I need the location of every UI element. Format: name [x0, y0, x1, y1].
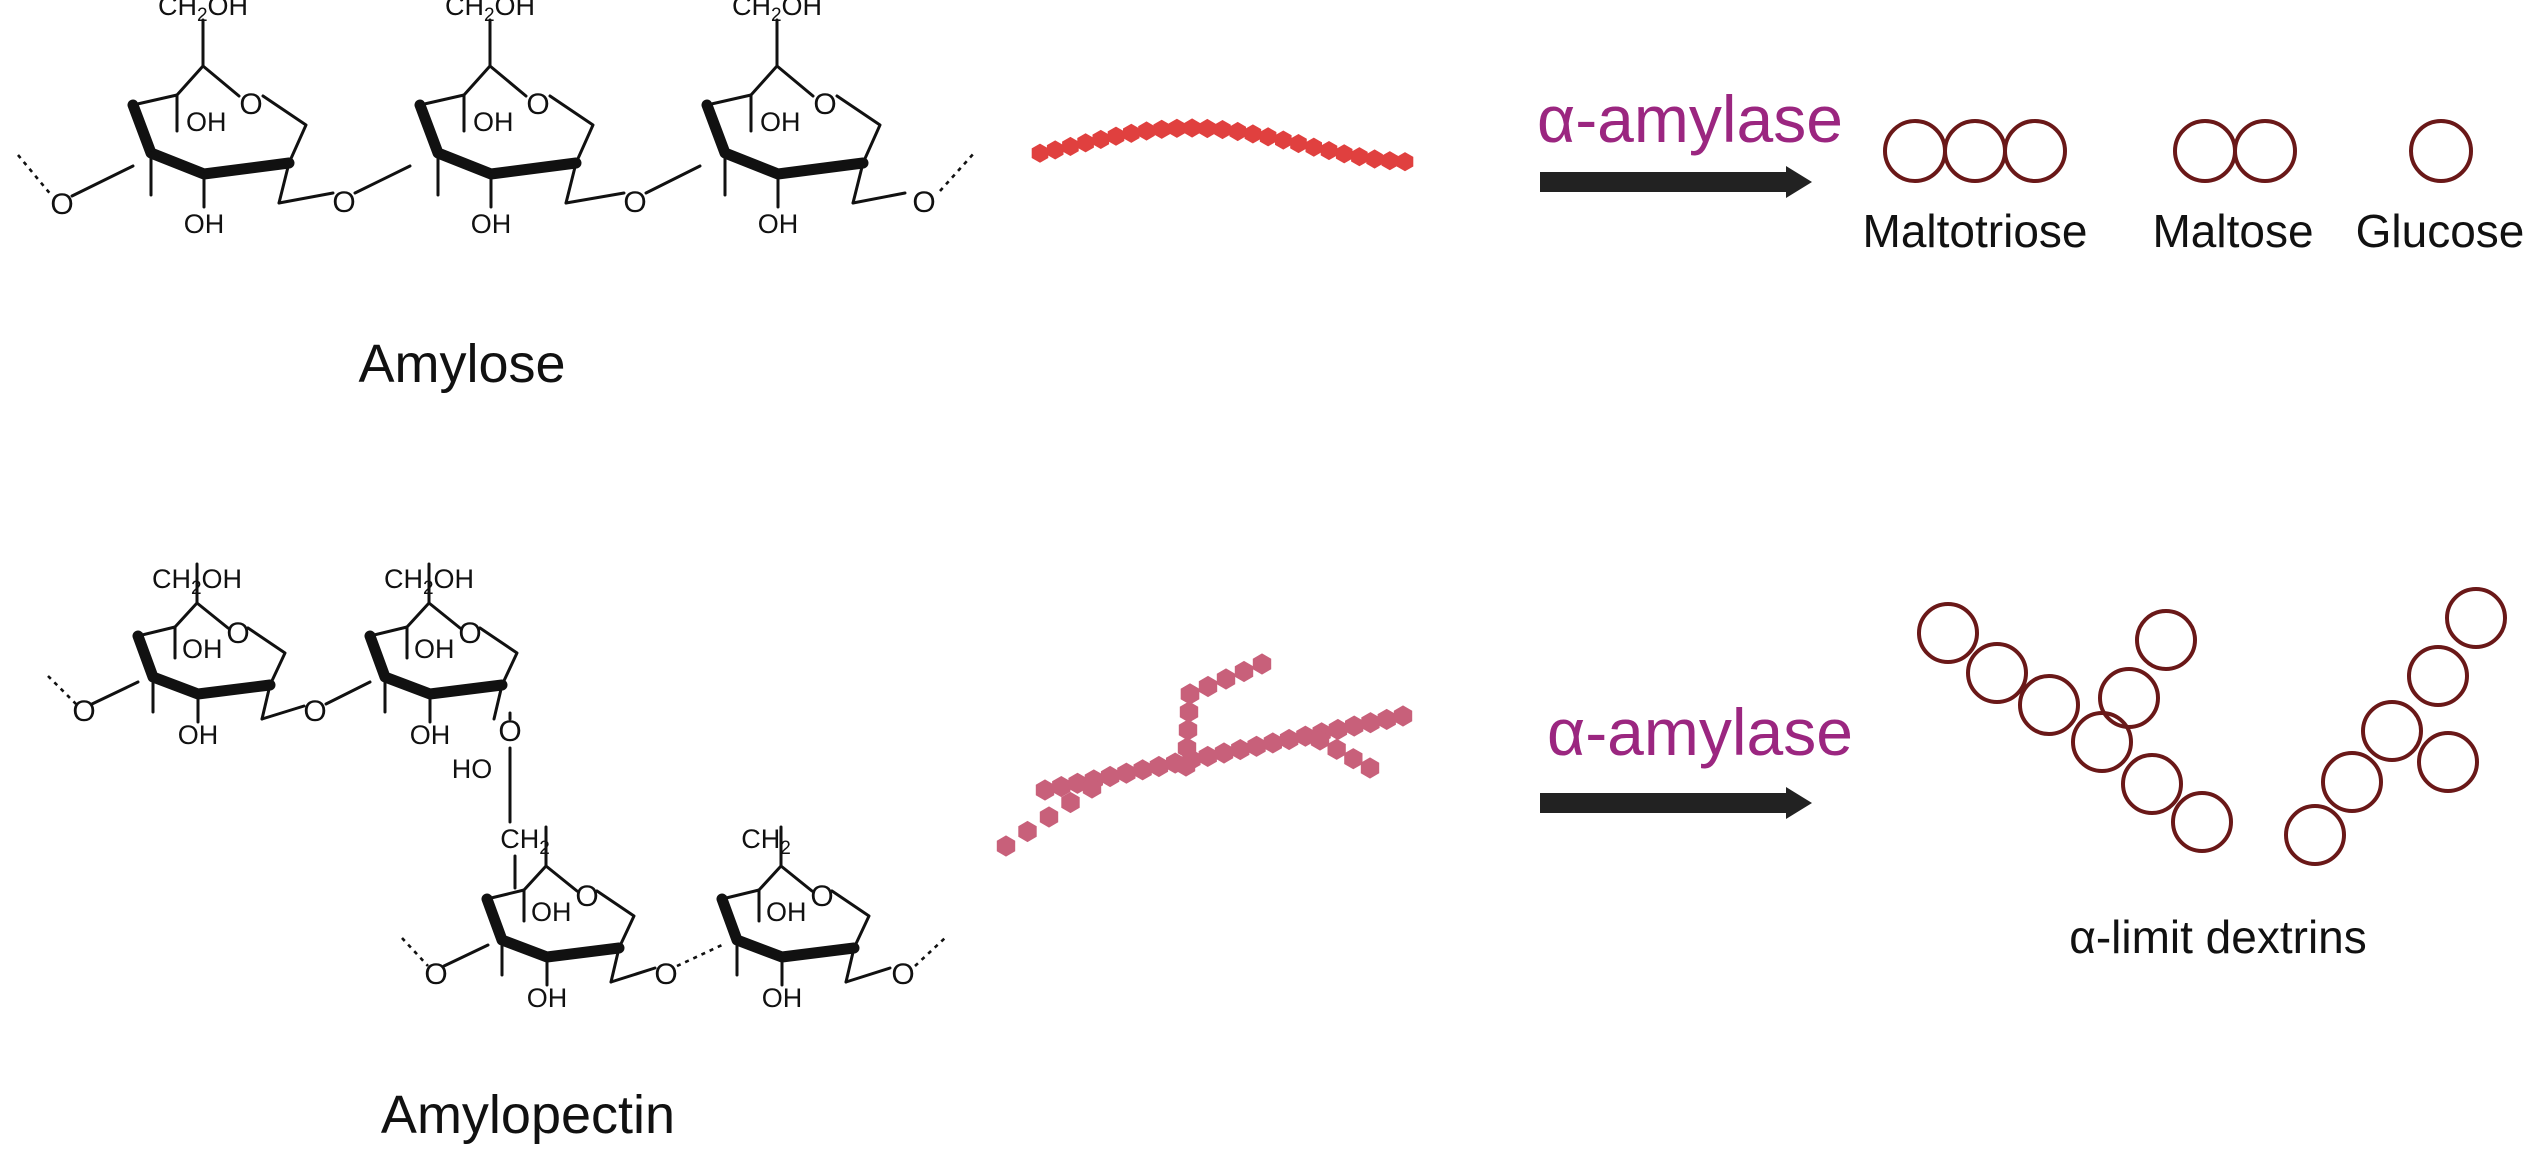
glycosidic-oxygen: O [623, 186, 646, 219]
amylose-bead [1183, 118, 1201, 138]
amylose-bead [1062, 136, 1079, 156]
amylose-structure: O O O O [16, 0, 976, 239]
amylose-bead [1107, 126, 1125, 146]
amylose-bead [1305, 137, 1322, 157]
ch2-label: CH2 [500, 824, 550, 859]
amylose-bead [1199, 118, 1216, 139]
amylopectin-label: Amylopectin [381, 1085, 675, 1145]
product-label-maltose: Maltose [2152, 205, 2313, 257]
glycosidic-oxygen: O [498, 715, 521, 748]
amylopectin-bead [1344, 748, 1363, 770]
amylopectin-bead [1360, 757, 1380, 779]
amylopectin-bead [1214, 742, 1234, 764]
glucose-icon [2409, 119, 2473, 183]
amylopectin-bead [1247, 735, 1266, 757]
product-label-maltotriose: Maltotriose [1863, 205, 2088, 257]
reaction-arrow-top [1540, 166, 1812, 198]
amylose-bead [1275, 130, 1292, 150]
amylopectin-bead [1133, 759, 1152, 781]
enzyme-label-bottom: α-amylase [1547, 695, 1853, 769]
amylose-bead [1229, 121, 1246, 142]
amylose-bead [1396, 152, 1414, 172]
amylopectin-bead [1361, 712, 1380, 734]
amylose-bead [1031, 143, 1049, 163]
amylopectin-bead [1231, 739, 1250, 761]
maltotriose-icon [1883, 119, 2067, 183]
amylose-bead [1153, 119, 1170, 139]
amylopectin-bead [1328, 718, 1348, 741]
amylose-bead [1335, 144, 1353, 164]
amylopectin-bead [1117, 762, 1136, 784]
amylose-bead [1290, 134, 1307, 154]
amylose-bead [1366, 149, 1383, 169]
amylopectin-bead [1377, 708, 1396, 730]
amylopectin-bead [1149, 755, 1169, 778]
amylose-bead [1381, 151, 1399, 171]
amylopectin-bead [1035, 779, 1055, 801]
ch2oh-label: CH2OH [152, 564, 242, 599]
amylopectin-bead [1345, 715, 1364, 737]
glycosidic-oxygen: O [50, 188, 73, 221]
enzyme-label-top: α-amylase [1537, 82, 1843, 156]
amylose-bead [1046, 140, 1064, 160]
amylose-bead [1168, 118, 1186, 138]
amylose-bead-chain [1031, 118, 1414, 172]
maltose-icon [2173, 119, 2297, 183]
amylose-bead [1244, 124, 1262, 144]
amylopectin-bead [1018, 820, 1037, 843]
amylose-bead [1138, 121, 1155, 141]
amylopectin-bead [1177, 737, 1197, 759]
glycosidic-oxygen: O [912, 186, 935, 219]
amylopectin-bead [1234, 660, 1254, 683]
amylose-label: Amylose [358, 334, 565, 394]
ho-label: HO [452, 754, 493, 784]
amylopectin-bead [1198, 675, 1218, 698]
amylopectin-bead [1252, 653, 1272, 675]
amylopectin-bead [1039, 806, 1059, 828]
amylose-bead [1092, 129, 1110, 149]
glycosidic-oxygen: O [72, 695, 95, 728]
product-label-glucose: Glucose [2356, 205, 2525, 257]
glycosidic-oxygen: O [654, 958, 677, 991]
amylopectin-bead [1180, 683, 1200, 705]
ch2-label: CH2 [741, 824, 791, 859]
amylopectin-bead [1216, 668, 1236, 690]
reaction-arrow-bottom [1540, 787, 1812, 819]
glycosidic-oxygen: O [332, 186, 355, 219]
amylopectin-bead [1310, 729, 1330, 751]
amylose-bead [1259, 127, 1277, 147]
glycosidic-oxygen: O [424, 958, 447, 991]
amylose-bead [1077, 133, 1094, 153]
amylopectin-bead [1279, 728, 1299, 751]
amylopectin-bead [1393, 705, 1413, 727]
amylopectin-bead [996, 835, 1016, 857]
amylopectin-bead [1178, 719, 1198, 741]
ch2oh-label: CH2OH [384, 564, 474, 599]
amylopectin-bead [1198, 745, 1217, 767]
amylopectin-bead [1100, 765, 1120, 788]
amylopectin-bead [1263, 732, 1282, 754]
amylopectin-bead [1176, 755, 1196, 777]
amylose-bead [1123, 123, 1140, 143]
amylopectin-bead [1052, 776, 1071, 798]
limit-dextrins-icon [1917, 587, 2507, 866]
amylopectin-bead [1179, 701, 1199, 723]
amylose-bead [1320, 141, 1338, 161]
amylopectin-bead [1082, 777, 1102, 799]
product-label-limit-dextrins: α-limit dextrins [2069, 911, 2367, 963]
amylose-bead [1214, 120, 1231, 140]
amylopectin-structure: O CH2OH O CH2OH HO O CH2 O O CH2 O [47, 564, 946, 1013]
glycosidic-oxygen: O [303, 695, 326, 728]
amylopectin-bead-chain [996, 653, 1413, 857]
amylose-bead [1351, 147, 1368, 167]
amylopectin-bead [1061, 791, 1080, 814]
glycosidic-oxygen: O [891, 958, 914, 991]
amylopectin-bead [1327, 738, 1346, 760]
